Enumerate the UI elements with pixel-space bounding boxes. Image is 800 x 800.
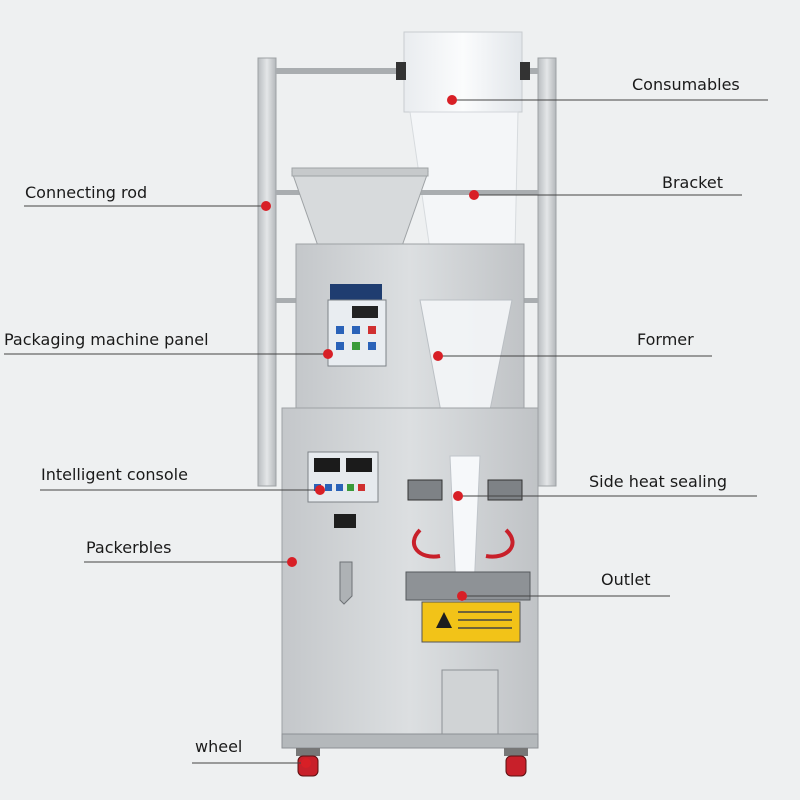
roll-collar-left <box>396 62 406 80</box>
film-web <box>409 111 519 251</box>
marker-connecting-rod <box>261 201 271 211</box>
leader-lines <box>4 99 768 764</box>
left-frame-post <box>257 57 277 487</box>
outlet-chute <box>405 571 531 601</box>
marker-dots <box>261 95 479 768</box>
panel-buttons <box>336 326 376 350</box>
hopper <box>291 171 429 247</box>
label-bracket: Bracket <box>662 173 723 192</box>
hopper-rim <box>291 167 429 177</box>
console-display-right <box>346 458 372 472</box>
label-side-heat-sealing: Side heat sealing <box>589 472 728 491</box>
heat-seal-jaw-right <box>487 479 523 501</box>
marker-packaging-machine-panel <box>323 349 333 359</box>
door-handle <box>339 561 353 605</box>
label-former: Former <box>637 330 694 349</box>
roll-collar-right <box>520 62 530 80</box>
label-packerbles: Packerbles <box>86 538 172 557</box>
warning-plate <box>421 601 521 643</box>
marker-intelligent-console <box>315 485 325 495</box>
label-intelligent-console: Intelligent console <box>41 465 188 484</box>
heat-seal-cables <box>411 528 515 559</box>
power-switch <box>334 514 356 528</box>
marker-wheel <box>301 758 311 768</box>
label-connecting-rod: Connecting rod <box>25 183 148 202</box>
warning-triangle-icon <box>436 612 452 628</box>
marker-packerbles <box>287 557 297 567</box>
discharge-chute <box>441 669 499 739</box>
label-consumables: Consumables <box>632 75 740 94</box>
label-outlet: Outlet <box>601 570 651 589</box>
wheel-right <box>504 748 528 777</box>
label-packaging-machine-panel: Packaging machine panel <box>4 330 209 349</box>
marker-bracket <box>469 190 479 200</box>
right-frame-post <box>537 57 557 487</box>
console-display-left <box>314 458 340 472</box>
warning-text-lines <box>458 611 512 629</box>
marker-side-heat-sealing <box>453 491 463 501</box>
panel-display <box>352 306 378 318</box>
heat-seal-jaw-left <box>407 479 443 501</box>
panel-header <box>330 284 382 300</box>
marker-consumables <box>447 95 457 105</box>
machine-base <box>281 733 539 749</box>
marker-outlet <box>457 591 467 601</box>
marker-former <box>433 351 443 361</box>
label-wheel: wheel <box>195 737 243 756</box>
